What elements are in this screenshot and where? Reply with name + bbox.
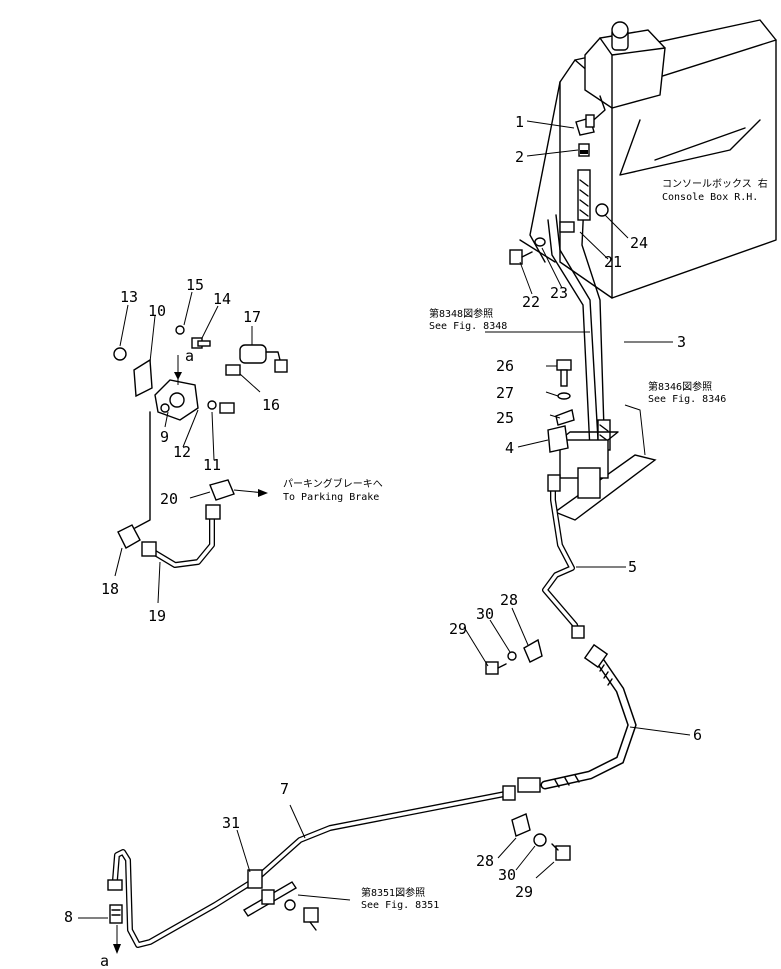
callout-16: 16 (262, 396, 280, 414)
callout-27: 27 (496, 384, 514, 402)
fitting-2 (578, 143, 590, 157)
callout-4: 4 (505, 439, 514, 457)
callout-7: 7 (280, 780, 289, 798)
callout-numbers: 1 2 3 4 5 6 7 8 9 10 11 12 13 14 15 16 1… (64, 113, 702, 969)
bracket-10 (133, 358, 153, 398)
fig8346-note-jp: 第8346図参照 (648, 380, 712, 393)
clamp-25 (555, 409, 575, 426)
callout-10: 10 (148, 302, 166, 320)
callout-14: 14 (213, 290, 231, 308)
clip-28-upper (523, 638, 543, 663)
callout-28-lower: 28 (476, 852, 494, 870)
callout-19: 19 (148, 607, 166, 625)
washer-23 (534, 237, 546, 247)
clamp-31 (243, 869, 319, 931)
bolt-11 (219, 402, 235, 414)
parking-note-en: To Parking Brake (283, 492, 379, 503)
callout-20: 20 (160, 490, 178, 508)
callout-25: 25 (496, 409, 514, 427)
elbow-1 (575, 114, 595, 136)
fitting-21 (559, 221, 575, 233)
washer-30-lower (533, 833, 547, 847)
pipe-valve-to-18 (134, 411, 151, 529)
washer-12 (207, 400, 217, 410)
fig8351-note-jp: 第8351図参照 (361, 886, 425, 899)
switch-17 (239, 344, 288, 373)
callout-15: 15 (186, 276, 204, 294)
callout-17: 17 (243, 308, 261, 326)
callout-28-upper: 28 (500, 591, 518, 609)
callout-21: 21 (604, 253, 622, 271)
fitting-18 (117, 524, 141, 549)
valve-9 (154, 355, 199, 421)
callout-26: 26 (496, 357, 514, 375)
callout-30-lower: 30 (498, 866, 516, 884)
fitting-8 (107, 879, 123, 954)
bolt-14 (191, 337, 211, 349)
callout-9: 9 (160, 428, 169, 446)
fig8348-note-jp: 第8348図参照 (429, 307, 493, 320)
leader-lines (78, 120, 691, 919)
console-note-en: Console Box R.H. (662, 192, 758, 203)
callout-22: 22 (522, 293, 540, 311)
pipe-5 (542, 474, 585, 639)
callout-12: 12 (173, 443, 191, 461)
bolt-29-upper (485, 661, 507, 675)
callout-11: 11 (203, 456, 221, 474)
callout-29-upper: 29 (449, 620, 467, 638)
elbow-20 (209, 479, 268, 501)
bracket-plate (553, 431, 657, 521)
nut-13 (113, 347, 127, 361)
callout-13: 13 (120, 288, 138, 306)
bolt-29-lower (551, 843, 571, 861)
hose-6 (517, 643, 637, 793)
clip-28-lower (511, 813, 531, 837)
callout-1: 1 (515, 113, 524, 131)
callout-8: 8 (64, 908, 73, 926)
callout-24: 24 (630, 234, 648, 252)
fig8346-note-en: See Fig. 8346 (648, 394, 726, 405)
callout-30-upper: 30 (476, 605, 494, 623)
control-valve (584, 21, 666, 126)
parking-note-jp: パーキングブレーキへ (283, 477, 383, 490)
callout-23: 23 (550, 284, 568, 302)
elbow-4 (547, 425, 569, 453)
bolt-26 (556, 359, 572, 387)
fig8348-note-en: See Fig. 8348 (429, 321, 507, 332)
callout-29-lower: 29 (515, 883, 533, 901)
callout-6: 6 (693, 726, 702, 744)
reference-notes: コンソールボックス 右 Console Box R.H. 第8348図参照 Se… (283, 177, 768, 911)
nut-24 (595, 203, 609, 217)
pipe-19 (141, 504, 221, 568)
console-note-jp: コンソールボックス 右 (662, 177, 768, 190)
bolt-22 (509, 249, 533, 265)
fig8351-note-en: See Fig. 8351 (361, 900, 439, 911)
callout-31: 31 (222, 814, 240, 832)
washer-15 (175, 325, 185, 335)
callout-5: 5 (628, 558, 637, 576)
callout-18: 18 (101, 580, 119, 598)
marker-a-bottom: a (100, 952, 109, 969)
fitting-16 (225, 364, 241, 376)
marker-a-top: a (185, 347, 194, 365)
washer-27 (557, 392, 571, 400)
callout-2: 2 (515, 148, 524, 166)
callout-3: 3 (677, 333, 686, 351)
washer-30-upper (507, 651, 517, 661)
